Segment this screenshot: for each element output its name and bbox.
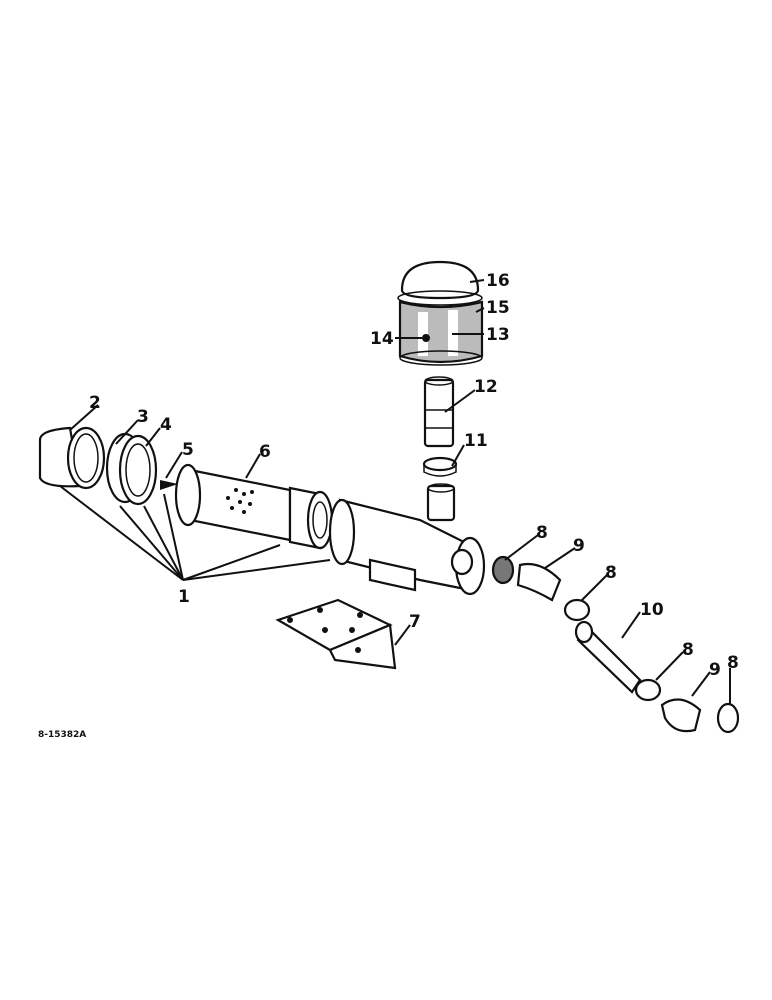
callout-6: 6: [259, 442, 271, 462]
leader-lines: [59, 279, 731, 704]
clamp-8a: [491, 555, 515, 585]
callout-1: 1: [178, 587, 190, 607]
callout-8c: 8: [682, 640, 694, 660]
callout-16: 16: [486, 271, 510, 291]
callout-11: 11: [464, 431, 488, 451]
filter-element: [174, 463, 334, 550]
elbow-hose-9b: [660, 698, 702, 733]
callout-9b: 9: [709, 660, 721, 680]
figure-code: 8-15382A: [38, 730, 86, 740]
wing-nut: [160, 480, 178, 490]
callout-10: 10: [640, 600, 664, 620]
callout-3: 3: [137, 407, 149, 427]
callout-9a: 9: [573, 536, 585, 556]
callout-15: 15: [486, 298, 510, 318]
elbow-hose-9a: [516, 562, 562, 602]
precleaner-tube: [423, 376, 455, 448]
air-cleaner-body: [328, 483, 486, 596]
callout-12: 12: [474, 377, 498, 397]
clamp-8b: [563, 598, 591, 622]
callout-8d: 8: [727, 653, 739, 673]
clamp-8c: [634, 678, 662, 702]
gasket-ring: [105, 432, 158, 506]
callout-8b: 8: [605, 563, 617, 583]
clamp-8d: [716, 702, 740, 734]
callout-4: 4: [160, 415, 172, 435]
precleaner-cap: [397, 260, 483, 306]
tube-clamp: [422, 456, 458, 477]
callout-8a: 8: [536, 523, 548, 543]
cup-sleeve: [38, 426, 106, 490]
hose-10: [574, 620, 642, 694]
callout-13: 13: [486, 325, 510, 345]
callout-14: 14: [370, 329, 394, 349]
callout-7: 7: [409, 612, 421, 632]
callout-2: 2: [89, 393, 101, 413]
callout-5: 5: [182, 440, 194, 460]
mounting-bracket: [275, 598, 397, 670]
